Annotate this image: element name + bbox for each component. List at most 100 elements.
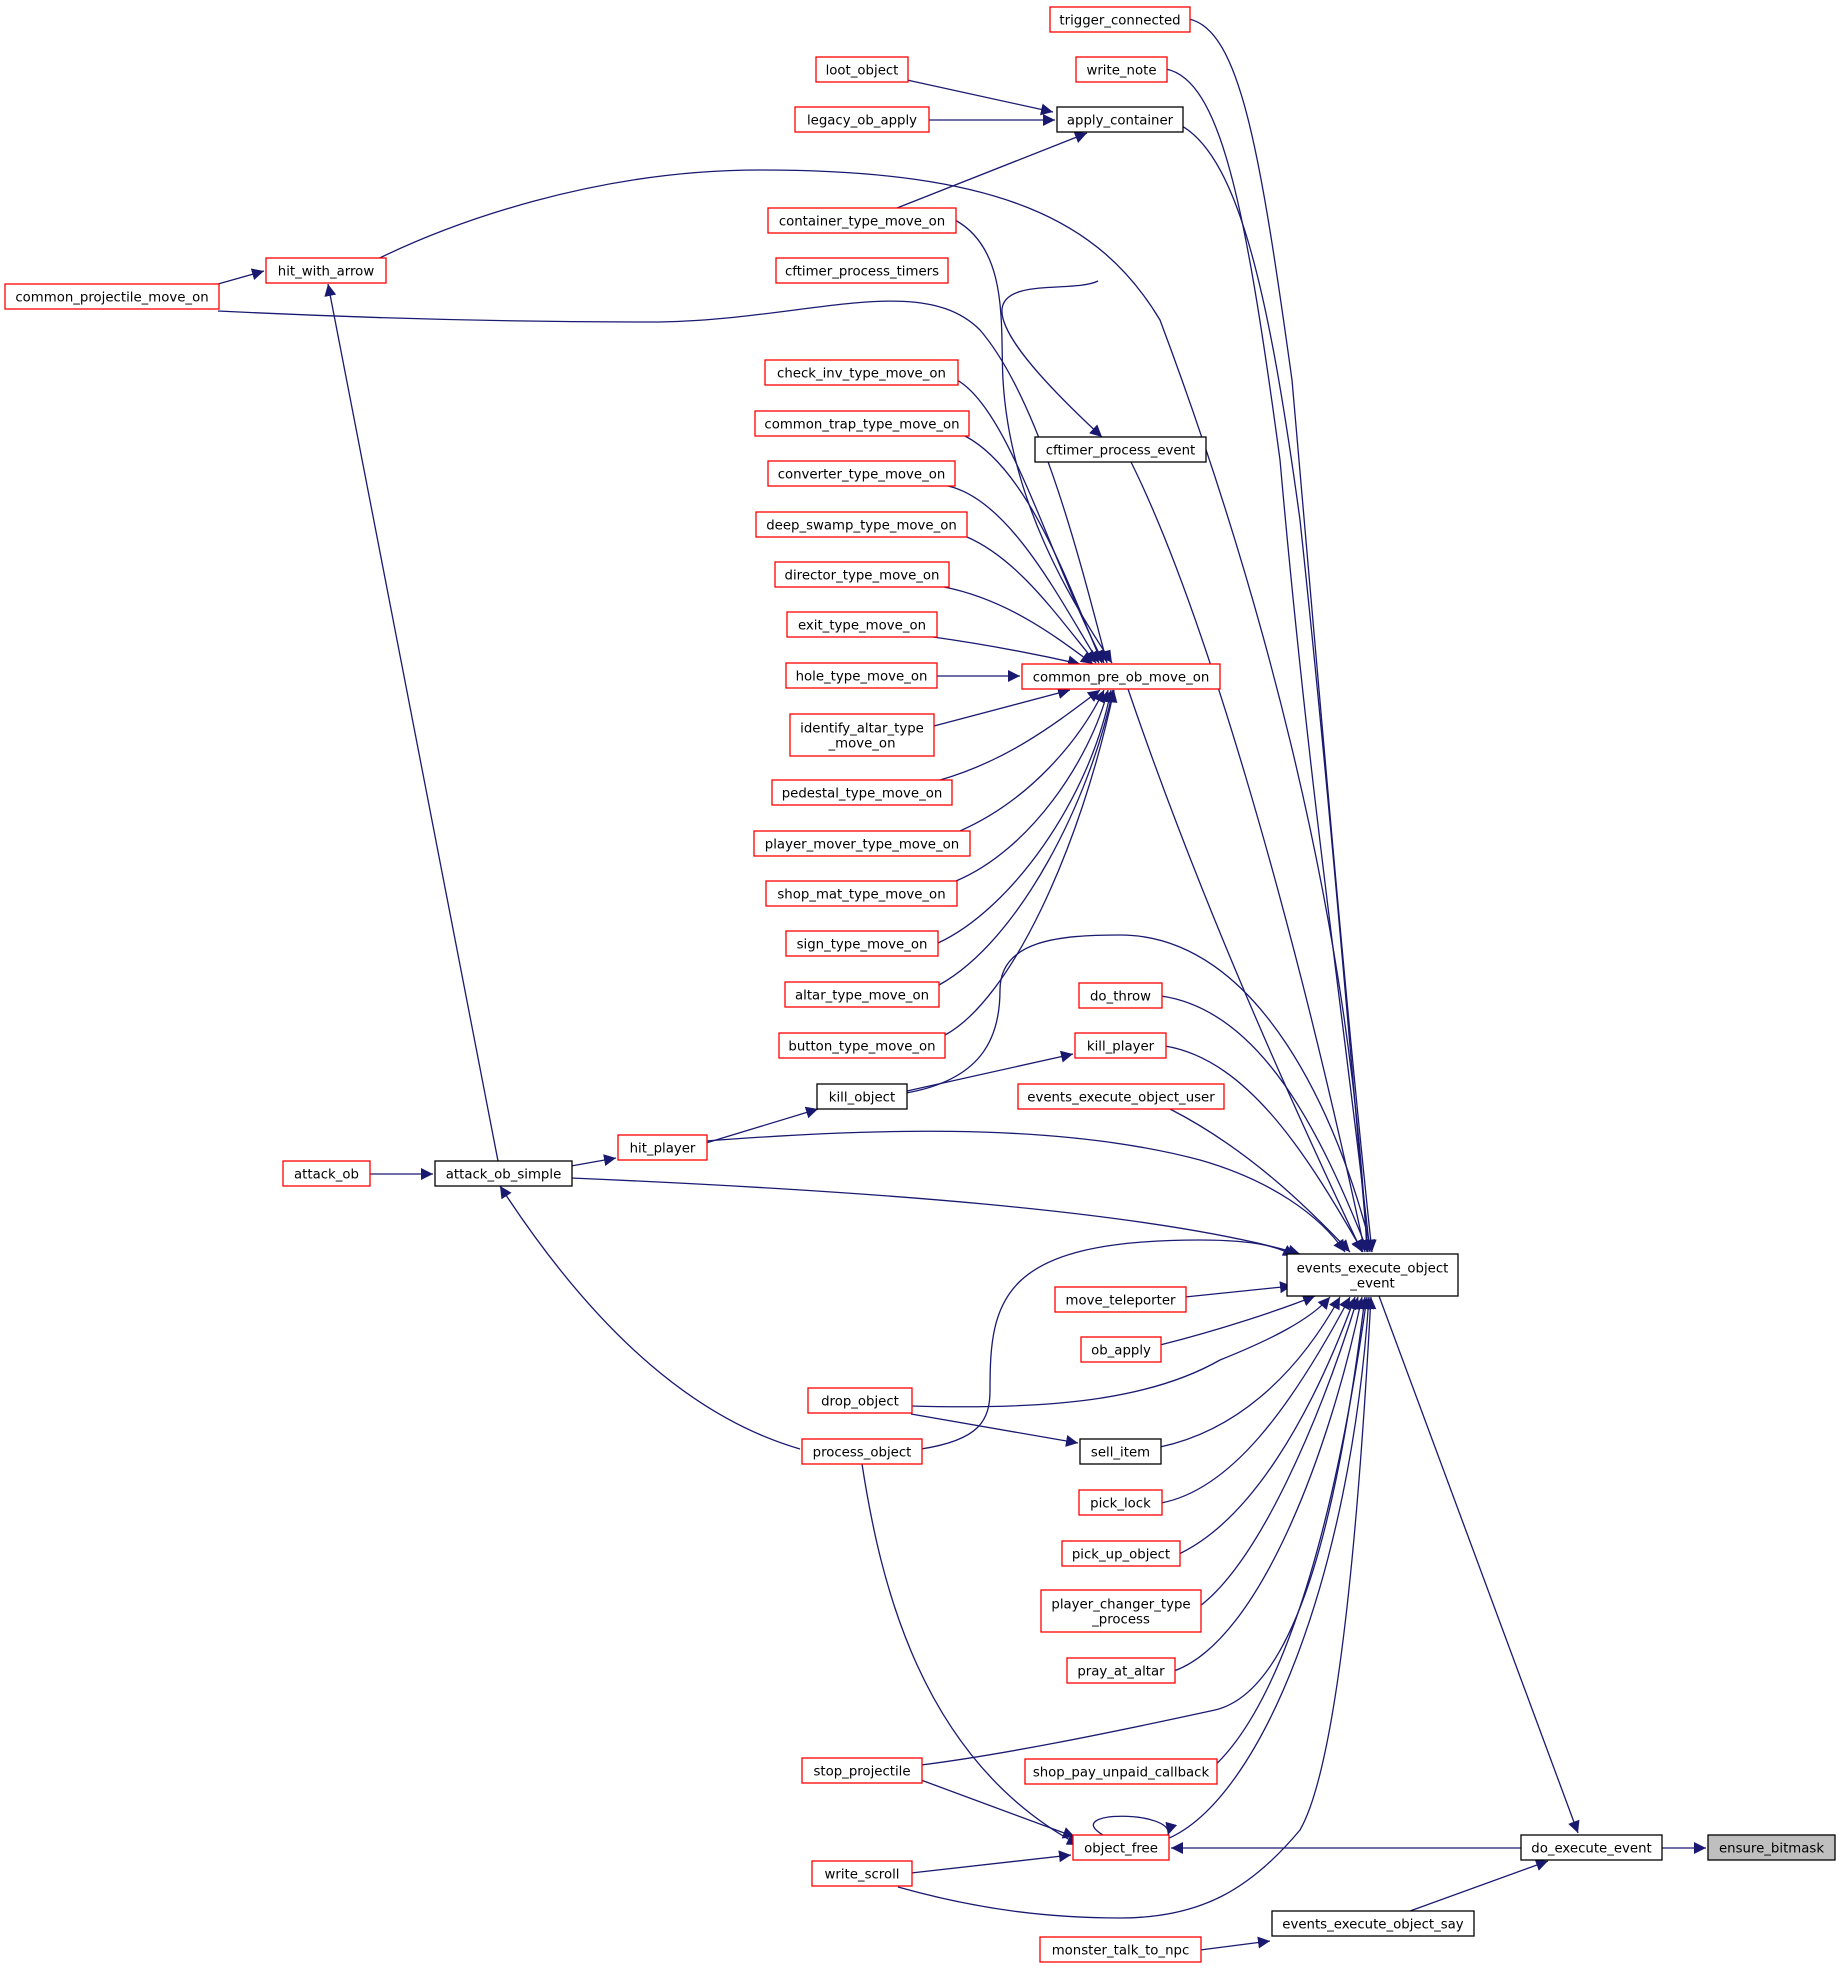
node-label: process_object (813, 1446, 912, 1461)
node-box (1066, 1657, 1176, 1684)
node-process-object[interactable]: process_object (801, 1438, 923, 1465)
node-pray-at-altar[interactable]: pray_at_altar (1066, 1657, 1176, 1684)
node-label: sign_type_move_on (797, 938, 928, 953)
node-kill-player[interactable]: kill_player (1074, 1032, 1167, 1059)
node-box (778, 1032, 946, 1059)
node-box (1520, 1834, 1663, 1861)
node-attack-ob[interactable]: attack_ob (282, 1160, 371, 1187)
edge-drop-object-to-sell-item (910, 1413, 1079, 1447)
node-exit-type-move-on[interactable]: exit_type_move_on (786, 611, 938, 638)
node-label: hit_player (630, 1142, 696, 1157)
node-box (767, 207, 957, 234)
node-box (1074, 1032, 1167, 1059)
node-box (785, 662, 938, 689)
node-label: trigger_connected (1059, 14, 1180, 29)
node-box (775, 257, 949, 284)
edge-identify-altar-type-move-on-to-common-pre-ob-move-on (933, 687, 1071, 727)
node-write-scroll[interactable]: write_scroll (811, 1860, 913, 1887)
edge-container-type-move-on-to-common-pre-ob-move-on (954, 219, 1113, 664)
node-label: shop_pay_unpaid_callback (1033, 1766, 1210, 1781)
edge-director-type-move-on-to-common-pre-ob-move-on (943, 586, 1094, 665)
node-hit-with-arrow[interactable]: hit_with_arrow (265, 257, 387, 284)
node-label: apply_container (1067, 114, 1174, 129)
node-check-inv-type-move-on[interactable]: check_inv_type_move_on (764, 359, 959, 386)
node-common-projectile-move-on[interactable]: common_projectile_move_on (4, 283, 220, 310)
node-identify-altar-type-move-on[interactable]: identify_altar_type_move_on (789, 713, 935, 757)
node-label: common_pre_ob_move_on (1033, 671, 1210, 686)
node-box (1078, 982, 1163, 1009)
node-hole-type-move-on[interactable]: hole_type_move_on (785, 662, 938, 689)
edge-write-scroll-to-events-execute-object-event (897, 1296, 1377, 1919)
node-box (1049, 6, 1191, 33)
node-label: pray_at_altar (1077, 1665, 1165, 1680)
node-label: ob_apply (1091, 1344, 1151, 1359)
node-box (1271, 1910, 1475, 1937)
node-object-free[interactable]: object_free (1072, 1834, 1170, 1861)
node-write-note[interactable]: write_note (1075, 56, 1168, 83)
edge-container-type-move-on-to-apply-container (896, 131, 1088, 209)
node-label: cftimer_process_timers (785, 265, 939, 280)
node-container-type-move-on[interactable]: container_type_move_on (767, 207, 957, 234)
edge-stop-projectile-to-object-free (861, 1463, 1080, 1846)
node-label: director_type_move_on (785, 569, 940, 584)
node-shop-mat-type-move-on[interactable]: shop_mat_type_move_on (765, 880, 958, 907)
node-do-throw[interactable]: do_throw (1078, 982, 1163, 1009)
node-drop-object[interactable]: drop_object (807, 1387, 913, 1414)
node-box (771, 779, 953, 806)
node-player-changer-type-process[interactable]: player_changer_type_process (1040, 1589, 1202, 1633)
edge-attack-ob-simple-to-hit-with-arrow (324, 283, 499, 1162)
node-deep-swamp-type-move-on[interactable]: deep_swamp_type_move_on (755, 511, 968, 538)
node-label: converter_type_move_on (778, 468, 946, 483)
node-director-type-move-on[interactable]: director_type_move_on (774, 561, 950, 588)
edge-pick-up-object-to-events-execute-object-event (1178, 1296, 1357, 1555)
node-loot-object[interactable]: loot_object (815, 56, 909, 83)
node-box (1080, 1336, 1162, 1363)
node-sign-type-move-on[interactable]: sign_type_move_on (785, 930, 939, 957)
node-ob-apply[interactable]: ob_apply (1080, 1336, 1162, 1363)
node-pick-lock[interactable]: pick_lock (1078, 1489, 1163, 1516)
node-box (4, 283, 220, 310)
node-box (1040, 1589, 1202, 1633)
node-label: sell_item (1091, 1446, 1150, 1461)
node-label: player_mover_type_move_on (765, 838, 959, 853)
edge-attack-ob-simple-to-events-execute-object-event (570, 1177, 1301, 1257)
node-common-trap-type-move-on[interactable]: common_trap_type_move_on (754, 410, 970, 437)
node-label: button_type_move_on (788, 1040, 935, 1055)
node-button-type-move-on[interactable]: button_type_move_on (778, 1032, 946, 1059)
node-label: deep_swamp_type_move_on (766, 519, 957, 534)
node-box (1017, 1083, 1225, 1110)
node-events-execute-object-user[interactable]: events_execute_object_user (1017, 1083, 1225, 1110)
node-cftimer-process-timers[interactable]: cftimer_process_timers (775, 257, 949, 284)
edge-shop-pay-unpaid-callback-to-events-execute-object-event (1189, 1296, 1372, 1785)
edge-write-note-to-events-execute-object-event (1165, 68, 1375, 1253)
node-cftimer-process-event: cftimer_process_event (1034, 436, 1207, 463)
node-monster-talk-to-npc[interactable]: monster_talk_to_npc (1039, 1936, 1202, 1963)
node-label: check_inv_type_move_on (777, 367, 946, 382)
node-shop-pay-unpaid-callback[interactable]: shop_pay_unpaid_callback (1024, 1758, 1218, 1785)
node-pick-up-object[interactable]: pick_up_object (1061, 1540, 1181, 1567)
node-pedestal-type-move-on[interactable]: pedestal_type_move_on (771, 779, 953, 806)
node-converter-type-move-on[interactable]: converter_type_move_on (767, 460, 956, 487)
edge-common-projectile-move-on-to-common-pre-ob-move-on (217, 300, 1110, 664)
node-legacy-ob-apply[interactable]: legacy_ob_apply (794, 106, 930, 133)
node-common-pre-ob-move-on[interactable]: common_pre_ob_move_on (1021, 663, 1221, 690)
edge-converter-type-move-on-to-common-pre-ob-move-on (947, 485, 1100, 664)
node-box (617, 1134, 708, 1161)
node-box (1039, 1936, 1202, 1963)
node-move-teleporter[interactable]: move_teleporter (1054, 1286, 1187, 1313)
node-trigger-connected[interactable]: trigger_connected (1049, 6, 1191, 33)
edge-sell-item-to-events-execute-object-event (1159, 1296, 1341, 1448)
node-altar-type-move-on[interactable]: altar_type_move_on (784, 981, 940, 1008)
edge-pick-lock-to-events-execute-object-event (1160, 1296, 1351, 1504)
node-player-mover-type-move-on[interactable]: player_mover_type_move_on (753, 830, 971, 857)
node-stop-projectile[interactable]: stop_projectile (801, 1757, 923, 1784)
node-kill-object: kill_object (816, 1083, 908, 1110)
node-hit-player[interactable]: hit_player (617, 1134, 708, 1161)
edge-hit-player-to-kill-object (705, 1106, 819, 1144)
node-box (786, 611, 938, 638)
node-box (801, 1757, 923, 1784)
node-label: exit_type_move_on (798, 619, 926, 634)
node-sell-item: sell_item (1079, 1438, 1162, 1465)
node-label: legacy_ob_apply (807, 114, 917, 129)
